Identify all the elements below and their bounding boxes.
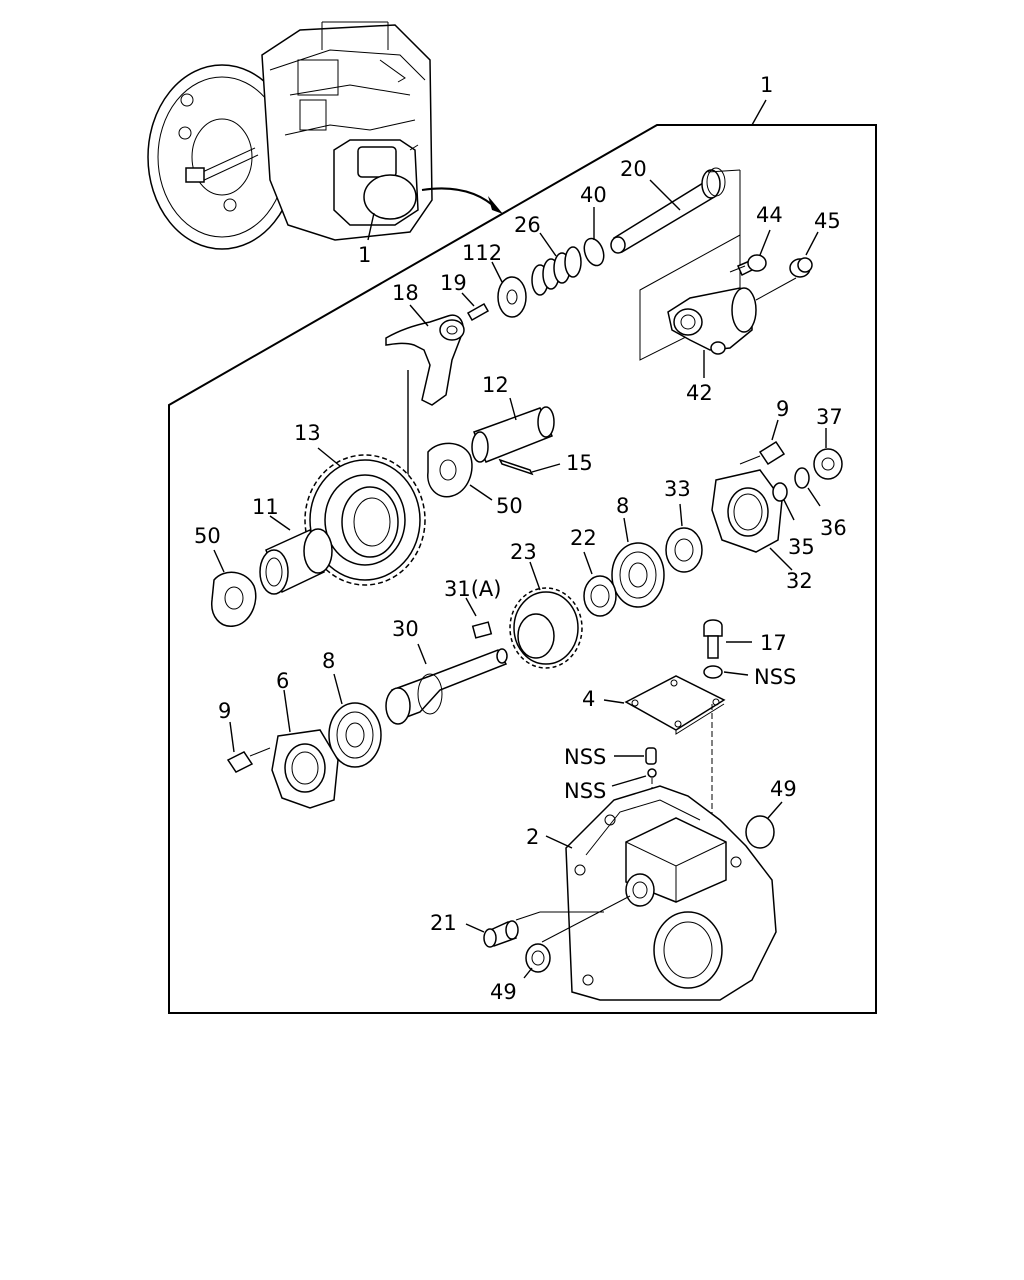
callout-8-lower: 8 bbox=[322, 649, 335, 673]
callout-49-upper: 49 bbox=[770, 777, 797, 801]
callout-nss-pin: NSS bbox=[564, 745, 606, 769]
part-9-bolt-lower bbox=[226, 721, 271, 773]
part-4-plate bbox=[603, 675, 726, 840]
callout-9-upper: 9 bbox=[776, 397, 789, 421]
callout-18: 18 bbox=[392, 281, 419, 305]
part-17-bolt bbox=[703, 619, 752, 679]
callout-8-upper: 8 bbox=[616, 494, 629, 518]
callout-26: 26 bbox=[514, 213, 541, 237]
callout-40: 40 bbox=[580, 183, 607, 207]
part-26-spring bbox=[531, 232, 582, 296]
callout-42: 42 bbox=[686, 381, 713, 405]
part-6-cover bbox=[271, 689, 339, 809]
callout-nss-ball: NSS bbox=[564, 779, 606, 803]
part-49-plug-upper bbox=[745, 801, 783, 849]
part-31-key bbox=[465, 597, 493, 639]
part-8-bearing-upper bbox=[611, 517, 665, 608]
callout-engine-1: 1 bbox=[358, 243, 371, 267]
leader-1 bbox=[751, 99, 767, 126]
callout-50-upper: 50 bbox=[496, 494, 523, 518]
part-19-pin bbox=[461, 292, 490, 322]
assembly-frame bbox=[168, 124, 877, 1014]
part-9-bolt-upper bbox=[739, 419, 786, 466]
callout-11: 11 bbox=[252, 495, 279, 519]
callout-15: 15 bbox=[566, 451, 593, 475]
part-50-washer-lower bbox=[211, 549, 257, 627]
callout-45: 45 bbox=[814, 209, 841, 233]
callout-assembly-1: 1 bbox=[760, 73, 773, 97]
callout-31A: 31(A) bbox=[444, 577, 501, 601]
part-50-washer-upper bbox=[427, 442, 493, 501]
callout-49-lower: 49 bbox=[490, 980, 517, 1004]
callout-32: 32 bbox=[786, 569, 813, 593]
callout-12: 12 bbox=[482, 373, 509, 397]
part-112-washer bbox=[491, 261, 527, 318]
callout-nss-washer: NSS bbox=[754, 665, 796, 689]
callout-13: 13 bbox=[294, 421, 321, 445]
part-22-ring bbox=[583, 551, 617, 617]
part-23-pinion bbox=[509, 561, 583, 669]
callout-44: 44 bbox=[756, 203, 783, 227]
part-35-washer bbox=[772, 482, 795, 521]
part-36-washer bbox=[794, 467, 821, 507]
callout-22: 22 bbox=[570, 526, 597, 550]
part-11-bearing bbox=[259, 515, 333, 595]
callout-112: 112 bbox=[462, 241, 502, 265]
callout-6: 6 bbox=[276, 669, 289, 693]
part-30-shaft bbox=[385, 643, 508, 725]
part-33-seal bbox=[665, 503, 703, 573]
callout-4: 4 bbox=[582, 687, 595, 711]
callout-20: 20 bbox=[620, 157, 647, 181]
part-37-nut bbox=[813, 428, 843, 480]
part-32-cover bbox=[711, 469, 793, 571]
callout-19: 19 bbox=[440, 271, 467, 295]
callout-30: 30 bbox=[392, 617, 419, 641]
part-12-shaft bbox=[471, 397, 561, 476]
part-2-case bbox=[545, 785, 777, 1001]
engine-overview bbox=[147, 21, 503, 250]
part-20-shaft bbox=[610, 167, 741, 254]
part-42-housing bbox=[639, 229, 819, 378]
arrow-to-detail bbox=[488, 196, 503, 214]
callout-37: 37 bbox=[816, 405, 843, 429]
callout-9-lower: 9 bbox=[218, 699, 231, 723]
callout-33: 33 bbox=[664, 477, 691, 501]
callout-17: 17 bbox=[760, 631, 787, 655]
part-21-plug bbox=[465, 895, 631, 948]
callout-36: 36 bbox=[820, 516, 847, 540]
callout-21: 21 bbox=[430, 911, 457, 935]
callout-50-lower: 50 bbox=[194, 524, 221, 548]
part-8-bearing-lower bbox=[328, 673, 382, 768]
part-13-gear bbox=[304, 447, 426, 586]
part-18-fork bbox=[385, 304, 465, 480]
callout-23: 23 bbox=[510, 540, 537, 564]
callout-35: 35 bbox=[788, 535, 815, 559]
part-40-oring bbox=[583, 237, 605, 267]
callout-2: 2 bbox=[526, 825, 539, 849]
part-49-plug-lower bbox=[523, 943, 551, 979]
leader-engine-1 bbox=[367, 212, 375, 241]
